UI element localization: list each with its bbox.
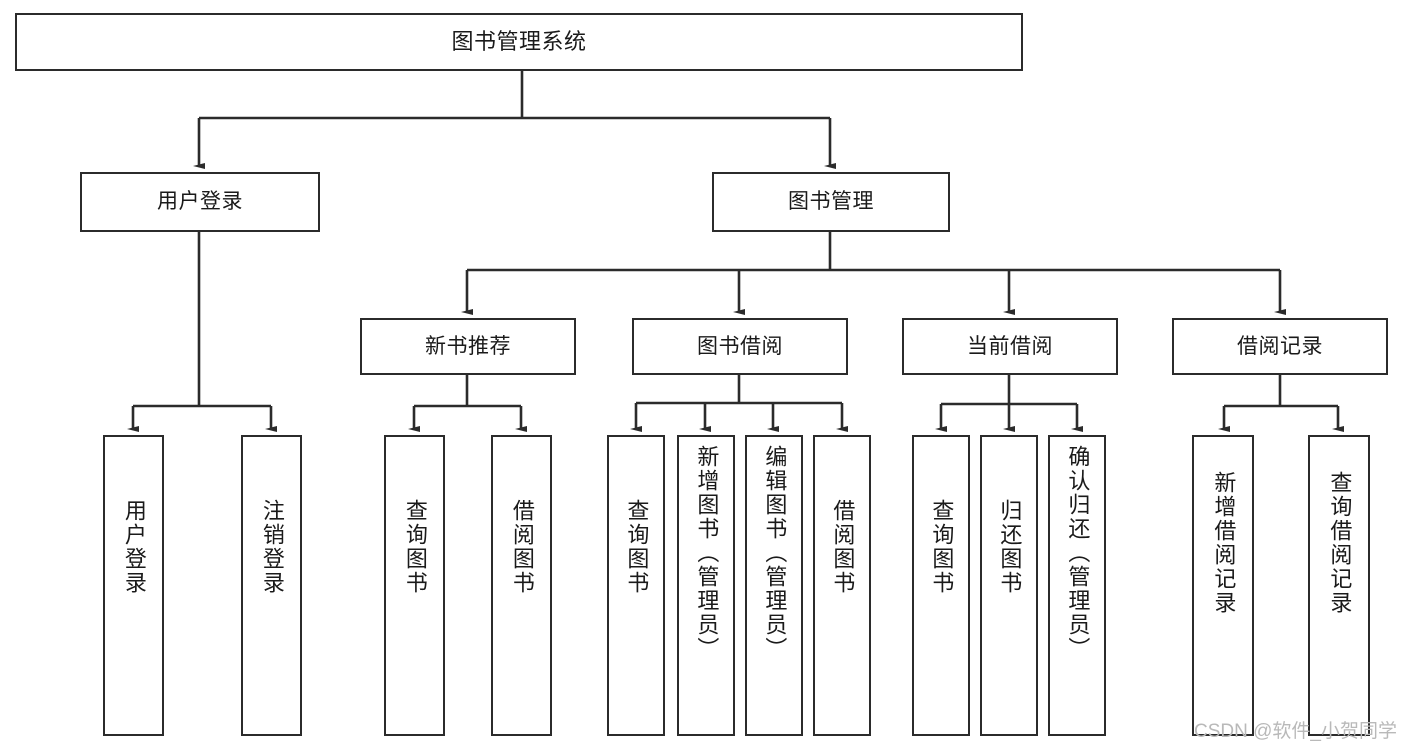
node-user-login[interactable]: 用户登录 — [80, 172, 320, 232]
node-label: 编辑图书（管理员） — [762, 445, 788, 661]
node-label: 借阅记录 — [1237, 334, 1323, 358]
node-borrow-record[interactable]: 借阅记录 — [1172, 318, 1388, 375]
node-label: 图书管理系统 — [451, 28, 587, 54]
node-leaf-query-book-borrow[interactable]: 查询图书 — [607, 435, 665, 736]
node-leaf-query-book-recommend[interactable]: 查询图书 — [384, 435, 445, 736]
node-book-borrow[interactable]: 图书借阅 — [632, 318, 848, 375]
node-label: 借阅图书 — [509, 499, 535, 595]
node-current-borrow[interactable]: 当前借阅 — [902, 318, 1118, 375]
node-leaf-confirm-return[interactable]: 确认归还（管理员） — [1048, 435, 1106, 736]
node-label: 新增借阅记录 — [1211, 471, 1237, 615]
node-label: 新增图书（管理员） — [694, 445, 720, 661]
node-leaf-borrow-book[interactable]: 借阅图书 — [813, 435, 871, 736]
node-root-system[interactable]: 图书管理系统 — [15, 13, 1023, 71]
node-book-manage[interactable]: 图书管理 — [712, 172, 950, 232]
node-label: 确认归还（管理员） — [1065, 445, 1091, 661]
node-label: 查询图书 — [624, 499, 650, 595]
node-label: 查询图书 — [402, 499, 428, 595]
node-leaf-add-borrow-record[interactable]: 新增借阅记录 — [1192, 435, 1254, 736]
node-leaf-borrow-book-recommend[interactable]: 借阅图书 — [491, 435, 552, 736]
node-label: 借阅图书 — [830, 499, 856, 595]
node-label: 注销登录 — [259, 499, 285, 595]
node-label: 归还图书 — [997, 499, 1023, 595]
node-leaf-user-login[interactable]: 用户登录 — [103, 435, 164, 736]
node-leaf-query-book-current[interactable]: 查询图书 — [912, 435, 970, 736]
node-leaf-edit-book[interactable]: 编辑图书（管理员） — [745, 435, 803, 736]
node-label: 图书管理 — [788, 190, 874, 214]
node-label: 用户登录 — [121, 499, 147, 595]
node-leaf-logout[interactable]: 注销登录 — [241, 435, 302, 736]
node-leaf-query-borrow-record[interactable]: 查询借阅记录 — [1308, 435, 1370, 736]
node-new-book-recommend[interactable]: 新书推荐 — [360, 318, 576, 375]
node-label: 新书推荐 — [425, 334, 511, 358]
node-label: 查询图书 — [929, 499, 955, 595]
node-label: 图书借阅 — [697, 334, 783, 358]
node-label: 查询借阅记录 — [1327, 471, 1353, 615]
node-label: 当前借阅 — [967, 334, 1053, 358]
node-leaf-return-book[interactable]: 归还图书 — [980, 435, 1038, 736]
node-label: 用户登录 — [157, 190, 243, 214]
node-leaf-add-book[interactable]: 新增图书（管理员） — [677, 435, 735, 736]
